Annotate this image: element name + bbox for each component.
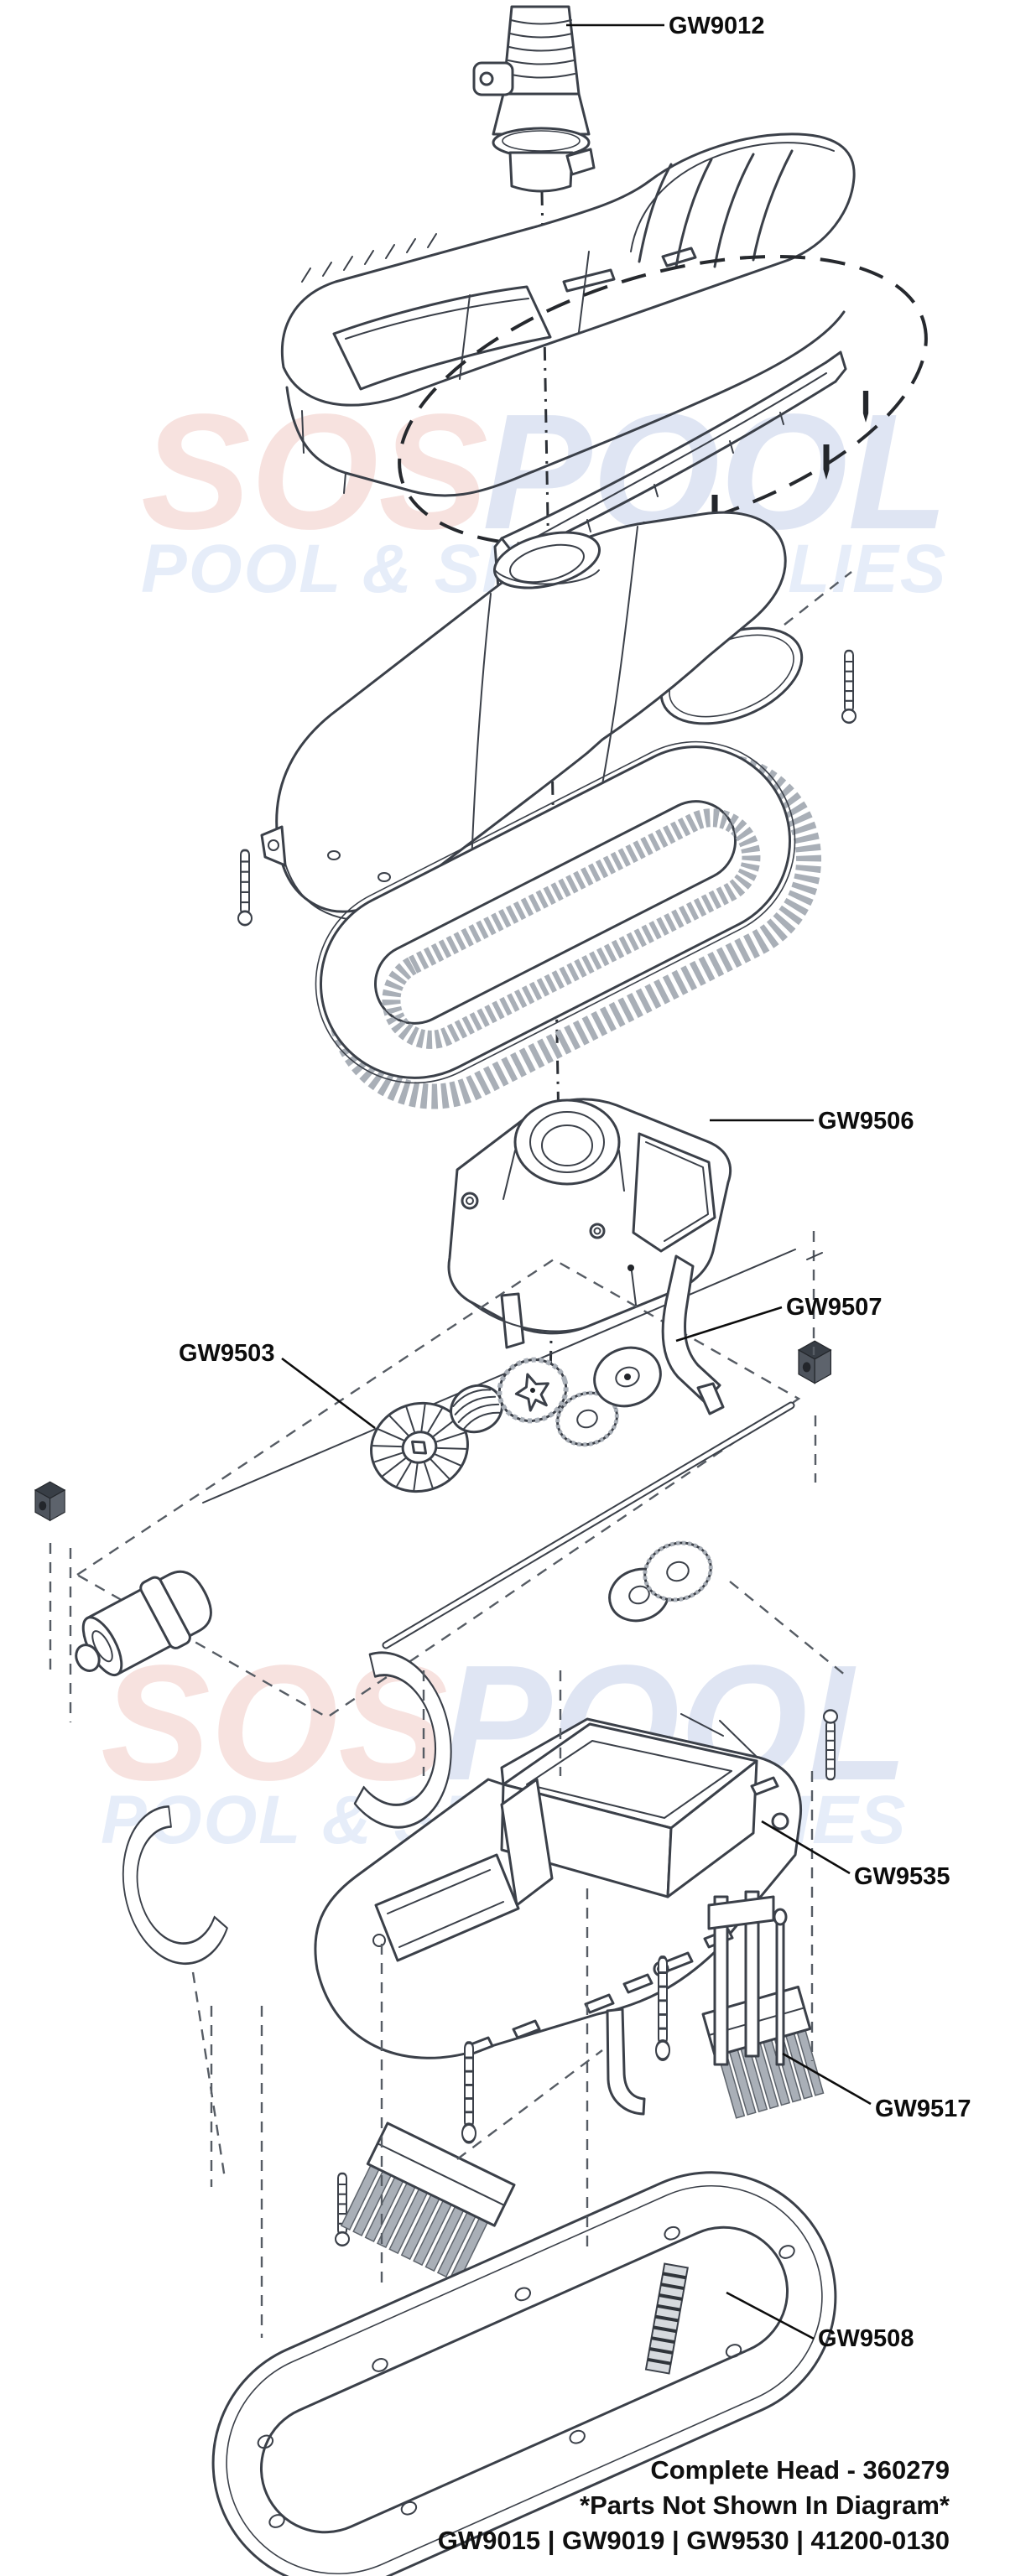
screw-icon xyxy=(654,1955,671,2061)
footer-part-numbers: GW9015 | GW9019 | GW9530 | 41200-0130 xyxy=(438,2526,950,2555)
watermark-upper: SOS POOL POOL & SPA SUPPLIES xyxy=(141,380,948,607)
exploded-guide-lines xyxy=(191,1670,814,2338)
footer-notes: Complete Head - 360279 *Parts Not Shown … xyxy=(438,2455,950,2555)
l-bracket-part xyxy=(606,2007,646,2116)
screw-icon xyxy=(334,2172,351,2247)
screw-icon xyxy=(822,1709,839,1781)
motor-cylinder-part xyxy=(75,1570,212,1677)
part-label-gw9506: GW9506 xyxy=(818,1108,914,1135)
part-label-gw9535: GW9535 xyxy=(854,1863,950,1890)
part-labels: GW9012 GW9506 GW9507 GW9503 GW9535 GW951… xyxy=(179,13,971,2352)
bearing-housing-part xyxy=(447,1098,732,1349)
small-brush-part xyxy=(340,2122,516,2284)
part-label-gw9507: GW9507 xyxy=(786,1294,882,1321)
top-cover-part xyxy=(280,132,856,497)
part-label-gw9503: GW9503 xyxy=(179,1340,274,1367)
bottom-plate-part xyxy=(211,2171,837,2576)
star-gear-part xyxy=(497,1357,569,1424)
footer-complete-head: Complete Head - 360279 xyxy=(650,2455,950,2485)
spring-bushing-part xyxy=(450,1384,503,1434)
part-label-gw9508: GW9508 xyxy=(818,2325,914,2352)
footer-parts-not-shown: *Parts Not Shown In Diagram* xyxy=(580,2490,950,2520)
side-brush-part xyxy=(701,1890,825,2119)
nut-cube-icon xyxy=(34,1481,65,1521)
brush-ring-part xyxy=(315,740,822,1109)
screw-icon xyxy=(841,649,857,724)
chassis-part xyxy=(314,1713,803,2059)
coil-spring-part xyxy=(644,2262,689,2375)
turbine-wheel-part xyxy=(370,1401,469,1493)
gear-train-assembly xyxy=(34,1231,846,1722)
screw-icon xyxy=(461,2041,477,2144)
part-label-gw9012: GW9012 xyxy=(669,13,764,39)
drive-disc-parts xyxy=(555,1346,662,1447)
pulley-disc-parts xyxy=(608,1540,713,1623)
part-label-gw9517: GW9517 xyxy=(875,2096,971,2122)
plate-screw-holes xyxy=(257,2225,795,2528)
watermark-sos-text: SOS xyxy=(141,380,488,564)
screw-icon xyxy=(237,849,253,927)
hose-connector-part xyxy=(472,5,596,193)
